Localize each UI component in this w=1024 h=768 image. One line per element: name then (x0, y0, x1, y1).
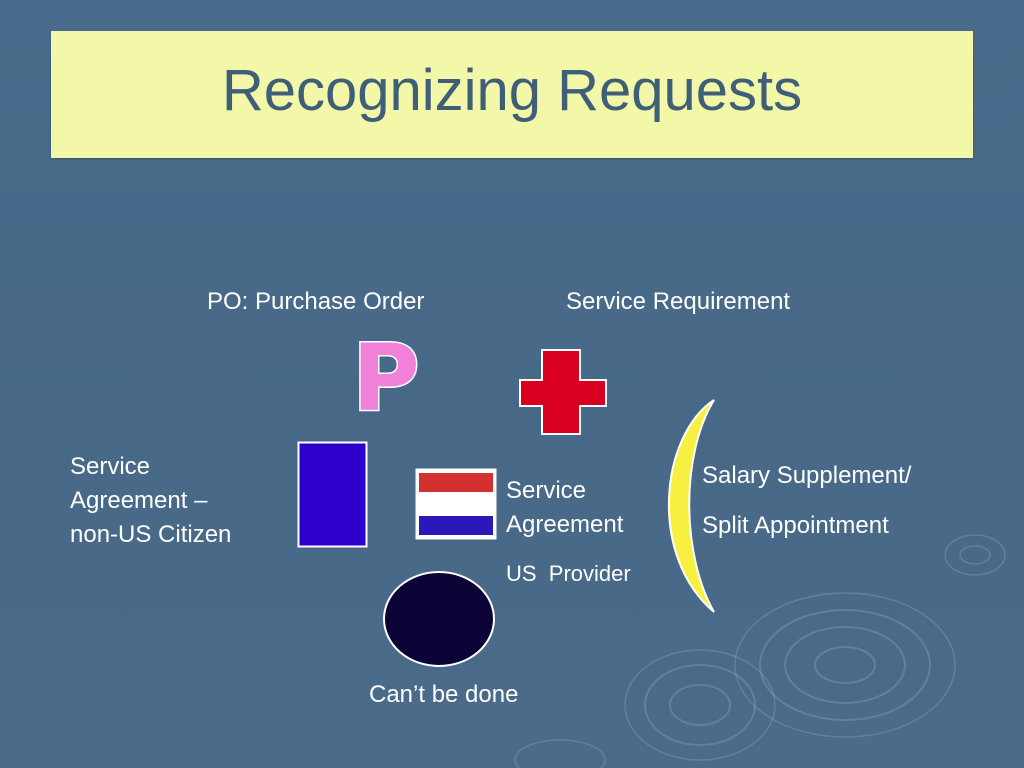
red-cross-icon (519, 349, 607, 435)
slide-title: Recognizing Requests (221, 58, 803, 123)
p-letter-icon: P (351, 330, 421, 420)
flag-icon (415, 468, 497, 540)
service-agreement-non-us-label: Service Agreement – non-US Citizen (70, 450, 231, 552)
po-label: PO: Purchase Order (207, 288, 425, 315)
crescent-moon-icon (667, 399, 715, 613)
service-agreement-us-line-1: Service (506, 477, 587, 504)
title-band (51, 31, 973, 158)
blue-rectangle-icon (297, 441, 368, 548)
service-requirement-label: Service Requirement (566, 288, 791, 315)
service-agreement-us-line-2: Agreement (506, 510, 624, 538)
p-letter-glyph: P (352, 330, 419, 420)
dark-circle-icon (383, 571, 495, 667)
service-agreement-non-us-line-1: Service (70, 453, 151, 480)
salary-supplement-label: Salary Supplement/ (702, 462, 912, 489)
service-agreement-us-label: Service Agreement (506, 474, 623, 541)
service-agreement-non-us-line-2: Agreement – (70, 487, 208, 515)
cant-be-done-label: Can’t be done (369, 681, 519, 708)
us-provider-label: US Provider (506, 561, 631, 586)
split-appointment-label: Split Appointment (702, 512, 889, 539)
service-agreement-non-us-line-3: non-US Citizen (70, 521, 232, 549)
